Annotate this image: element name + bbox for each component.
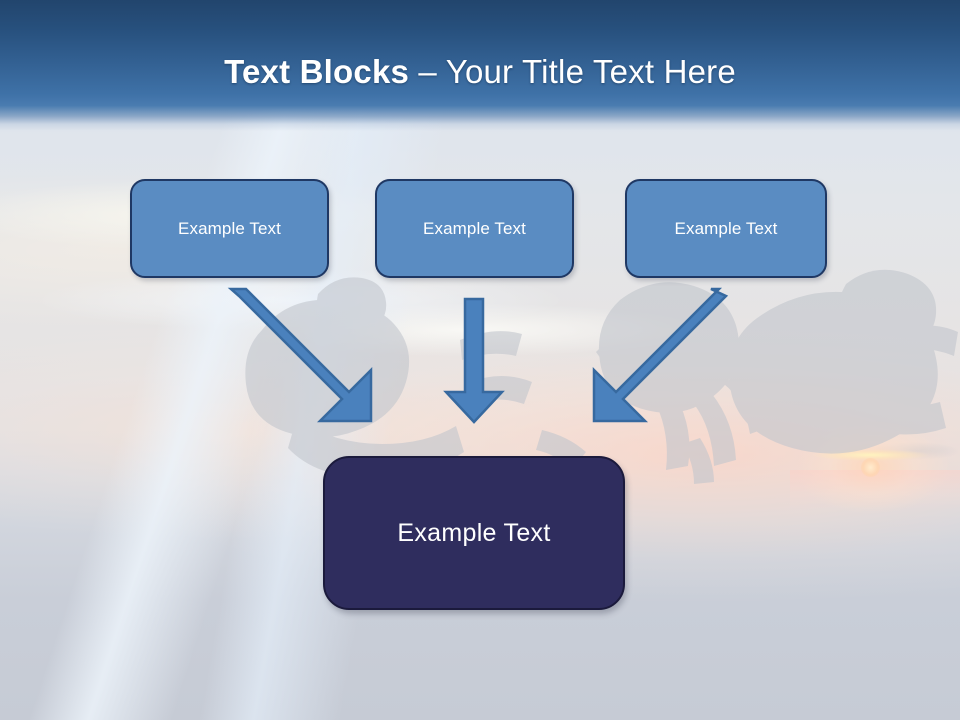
text-block-2[interactable]: Example Text: [375, 179, 574, 278]
page-title-regular: – Your Title Text Here: [409, 53, 736, 90]
page-title-bold: Text Blocks: [224, 53, 410, 90]
text-block-3[interactable]: Example Text: [625, 179, 827, 278]
page-title: Text Blocks – Your Title Text Here: [0, 52, 960, 92]
text-block-1[interactable]: Example Text: [130, 179, 329, 278]
title-band: [0, 0, 960, 132]
text-block-2-label: Example Text: [423, 218, 526, 238]
text-block-result[interactable]: Example Text: [323, 456, 625, 610]
text-block-3-label: Example Text: [674, 218, 778, 238]
text-block-result-label: Example Text: [397, 519, 551, 547]
background-sun-band: [790, 470, 960, 510]
text-block-1-label: Example Text: [178, 218, 281, 238]
background-sun-disc: [861, 458, 880, 477]
